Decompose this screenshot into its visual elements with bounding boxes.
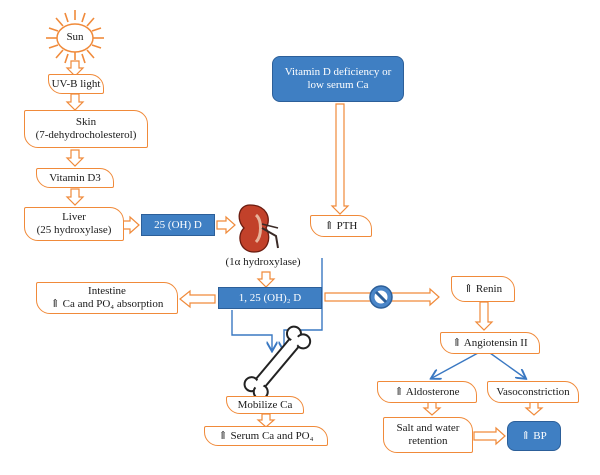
intestine-label: Intestine [88, 285, 126, 297]
aldosterone-box: ⇑ Aldosterone [377, 381, 477, 403]
salt-water-line2: retention [408, 435, 448, 447]
calcitriol-box: 1, 25 (OH)₂ D [218, 287, 322, 309]
vitamin-d3-box: Vitamin D3 [36, 168, 114, 188]
vitamin-d-deficiency-box: Vitamin D deficiency or low serum Ca [272, 56, 404, 102]
calcitriol-label: 1, 25 (OH)₂ D [238, 291, 302, 304]
inhibition-icon [369, 285, 393, 309]
sun-icon [46, 10, 104, 64]
pth-box: ⇑ PTH [310, 215, 372, 237]
pth-label: ⇑ PTH [324, 219, 358, 232]
aldosterone-label: ⇑ Aldosterone [394, 385, 460, 398]
skin-substrate: (7-dehydrocholesterol) [35, 129, 137, 141]
serum-ca-box: ⇑ Serum Ca and PO₄ [204, 426, 328, 446]
skin-box: Skin (7-dehydrocholesterol) [24, 110, 148, 148]
sun-label: Sun [66, 31, 84, 43]
25-oh-d-box: 25 (OH) D [141, 214, 215, 236]
vasoconstriction-label: Vasoconstriction [496, 385, 570, 398]
25-oh-d-label: 25 (OH) D [154, 218, 202, 231]
mobilize-ca-label: Mobilize Ca [237, 398, 293, 411]
angiotensin-box: ⇑ Angiotensin II [440, 332, 540, 354]
liver-enzyme: (25 hydroxylase) [36, 224, 112, 236]
vitamin-d-deficiency-line1: Vitamin D deficiency or [284, 66, 392, 78]
bp-box: ⇑ BP [507, 421, 561, 451]
liver-label: Liver [62, 211, 86, 223]
serum-ca-label: ⇑ Serum Ca and PO₄ [218, 429, 314, 442]
uvb-box: UV-B light [48, 74, 104, 94]
kidney-icon [238, 204, 279, 253]
renin-label: ⇑ Renin [463, 282, 503, 295]
liver-box: Liver (25 hydroxylase) [24, 207, 124, 241]
uvb-label: UV-B light [51, 77, 101, 90]
vitamin-d3-label: Vitamin D3 [49, 171, 101, 184]
vasoconstriction-box: Vasoconstriction [487, 381, 579, 403]
1a-hydroxylase-label: (1α hydroxylase) [225, 256, 301, 268]
salt-water-retention-box: Salt and water retention [383, 417, 473, 453]
vitamin-d-deficiency-line2: low serum Ca [307, 79, 369, 91]
bp-label: ⇑ BP [521, 429, 547, 442]
salt-water-line1: Salt and water [396, 422, 460, 434]
renin-box: ⇑ Renin [451, 276, 515, 302]
bone-icon [243, 325, 312, 400]
intestine-effect: ⇑ Ca and PO₄ absorption [50, 298, 164, 310]
skin-label: Skin [75, 116, 97, 128]
angiotensin-label: ⇑ Angiotensin II [452, 336, 528, 349]
intestine-box: Intestine ⇑ Ca and PO₄ absorption [36, 282, 178, 314]
mobilize-ca-box: Mobilize Ca [226, 396, 304, 414]
